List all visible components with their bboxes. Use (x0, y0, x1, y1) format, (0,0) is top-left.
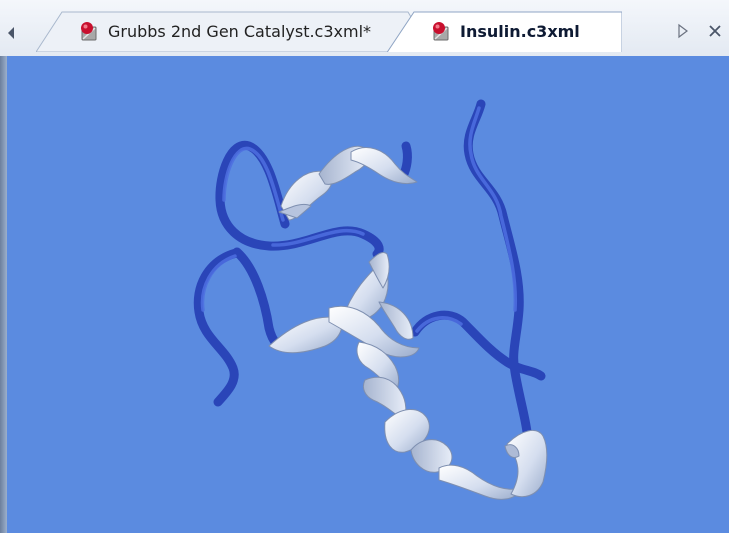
tab-background (36, 11, 432, 52)
close-tab-button[interactable] (704, 18, 726, 44)
document-icon (433, 22, 449, 41)
tab-background-active (386, 11, 622, 52)
helix-ribbons (268, 145, 548, 500)
triangle-left-icon (8, 27, 14, 39)
scroll-tabs-right-button[interactable] (675, 18, 691, 44)
close-icon (709, 25, 721, 37)
molecule-viewport[interactable] (7, 56, 729, 533)
window-left-edge (0, 56, 7, 533)
triangle-right-outline-icon (678, 23, 688, 39)
document-icon (81, 22, 97, 41)
scroll-tabs-left-button[interactable] (3, 20, 19, 46)
tab-label-active: Insulin.c3xml (460, 21, 580, 41)
tab-label: Grubbs 2nd Gen Catalyst.c3xml* (108, 21, 372, 41)
tab-strip: Grubbs 2nd Gen Catalyst.c3xml* Insulin.c… (0, 0, 729, 57)
insulin-structure[interactable] (7, 56, 729, 533)
tab-grubbs-catalyst[interactable]: Grubbs 2nd Gen Catalyst.c3xml* (36, 10, 432, 52)
tab-insulin[interactable]: Insulin.c3xml (386, 10, 622, 52)
